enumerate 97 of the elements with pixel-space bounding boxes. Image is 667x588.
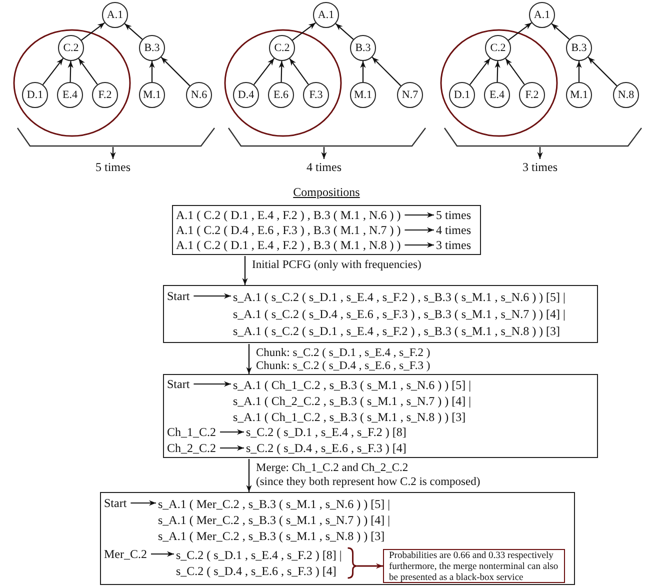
production-rule: s_A.1 ( Mer_C.2 , s_B.3 ( s_M.1 , s_N.6 ) ) [5] | (158, 496, 390, 512)
arrow (149, 61, 155, 82)
production-rule: s_A.1 ( Ch_2_C.2 , s_B.3 ( s_M.1 , s_N.7 ) ) [4] | (233, 393, 472, 409)
section-heading: Compositions (292, 185, 361, 200)
arrow (160, 56, 190, 86)
arrow (42, 58, 64, 86)
production-rule: s_A.1 ( Ch_1_C.2 , s_B.3 ( s_M.1 , s_N.8 ) ) [3] (233, 409, 467, 425)
tree-node: N.6 (186, 82, 212, 108)
arrow (494, 60, 500, 82)
start-symbol: Start (104, 496, 127, 510)
arrow (194, 381, 231, 387)
arrow (130, 500, 156, 506)
tree-node: C.2 (58, 35, 84, 61)
tree-node: E.6 (268, 82, 294, 108)
count-label: 3 times (522, 160, 558, 174)
tree-node: A.1 (313, 2, 339, 28)
production-rule: s_C.2 ( s_D.4 , s_E.6 , s_F.3 ) [4] (246, 441, 406, 455)
composition-expression: A.1 ( C.2 ( D.1 , E.4 , F.2 ) , B.3 ( M.1 , N.8 ) ) (176, 238, 401, 252)
nonterminal-label: Ch_1_C.2 (167, 425, 216, 439)
arrow (278, 60, 284, 82)
tree-node: M.1 (566, 82, 592, 108)
tree-node: D.1 (22, 82, 48, 108)
arrow (246, 344, 252, 374)
arrow (404, 242, 434, 248)
tree-node: E.4 (484, 82, 510, 108)
production-rule: s_A.1 ( s_C.2 ( s_D.1 , s_E.4 , s_F.2 ) , s_B.3 ( s_M.1 , s_N.6 ) ) [5] | (233, 289, 566, 306)
arrow (220, 445, 244, 451)
arrow (537, 147, 543, 159)
tree-node: F.3 (303, 82, 329, 108)
arrow (253, 58, 275, 86)
arrow (404, 212, 434, 218)
tree-node: C.2 (485, 35, 511, 61)
grammar-box (100, 492, 575, 585)
tree-node: D.1 (449, 82, 475, 108)
tree-node: A.1 (529, 2, 555, 28)
arrow (372, 56, 402, 86)
arrow (246, 459, 252, 492)
tree-node: D.4 (233, 82, 259, 108)
nonterminal-label: Mer_C.2 (104, 547, 147, 561)
tree-node: M.1 (350, 82, 376, 108)
arrow (220, 429, 244, 435)
production-rule: s_C.2 ( s_D.1 , s_E.4 , s_F.2 ) [8] | (176, 547, 342, 563)
nonterminal-label: Ch_2_C.2 (167, 441, 216, 455)
grammar-box (163, 285, 598, 343)
arrow (576, 61, 582, 82)
annotation-text: (since they both represent how C.2 is composed) (256, 476, 480, 489)
tree-node: F.2 (519, 82, 545, 108)
arrow (356, 563, 383, 569)
tree-node: N.7 (397, 82, 423, 108)
arrow (551, 23, 570, 40)
arrow (321, 147, 327, 159)
arrow (469, 58, 491, 86)
production-rule: s_C.2 ( s_D.4 , s_E.6 , s_F.3 ) [4] (176, 563, 338, 579)
arrow (78, 58, 98, 85)
count-label: 5 times (96, 160, 130, 174)
tree-node: C.2 (269, 35, 295, 61)
arrow (289, 58, 309, 85)
arrow (68, 60, 74, 82)
tree-node: A.1 (102, 2, 128, 28)
count-label: 4 times (306, 160, 342, 174)
tree-node: B.3 (139, 35, 165, 61)
arrow (124, 23, 143, 40)
arrow (81, 22, 105, 41)
arrow (335, 23, 354, 40)
tree-node: B.3 (350, 35, 376, 61)
tree-node: F.2 (92, 82, 118, 108)
tree-node: N.8 (613, 82, 639, 108)
tree-node: M.1 (139, 82, 165, 108)
count-label: 4 times (436, 223, 471, 237)
composition-expression: A.1 ( C.2 ( D.1 , E.4 , F.2 ) , B.3 ( M.1 , N.6 ) ) (176, 208, 401, 222)
count-label: 5 times (436, 208, 471, 222)
arrow (508, 22, 532, 41)
arrow (360, 61, 366, 82)
count-label: 3 times (436, 238, 471, 252)
arrow (588, 56, 618, 86)
production-rule: s_A.1 ( Mer_C.2 , s_B.3 ( s_M.1 , s_N.8 ) ) [3] (158, 528, 386, 544)
start-symbol: Start (167, 377, 190, 391)
production-rule: s_A.1 ( Ch_1_C.2 , s_B.3 ( s_M.1 , s_N.6 ) ) [5] | (233, 377, 472, 393)
arrow (151, 551, 174, 557)
arrow (194, 293, 231, 299)
arrow (292, 22, 316, 41)
arrow (505, 58, 525, 85)
production-rule: s_C.2 ( s_D.1 , s_E.4 , s_F.2 ) [8] (246, 425, 406, 439)
edge-label: Merge: Ch_1_C.2 and Ch_2_C.2 (256, 462, 408, 475)
start-symbol: Start (167, 289, 190, 303)
arrow (242, 256, 248, 285)
edge-label: Initial PCFG (only with frequencies) (252, 259, 422, 272)
production-rule: s_A.1 ( Mer_C.2 , s_B.3 ( s_M.1 , s_N.7 ) ) [4] | (158, 512, 390, 528)
arrow (404, 227, 434, 233)
tree-node: E.4 (57, 82, 83, 108)
tree-node: B.3 (566, 35, 592, 61)
note-box: Probabilities are 0.66 and 0.33 respectively furthermore, the merge nonterminal can also be presented as a black-box service (383, 549, 565, 583)
production-rule: s_A.1 ( s_C.2 ( s_D.1 , s_E.4 , s_F.2 ) , s_B.3 ( s_M.1 , s_N.8 ) ) [3] (233, 323, 562, 340)
production-rule: s_A.1 ( s_C.2 ( s_D.4 , s_E.6 , s_F.3 ) , s_B.3 ( s_M.1 , s_N.7 ) ) [4] | (233, 306, 566, 323)
grammar-box (163, 374, 598, 458)
composition-expression: A.1 ( C.2 ( D.4 , E.6 , F.3 ) , B.3 ( M.1 , N.7 ) ) (176, 223, 401, 237)
arrow (110, 147, 116, 159)
